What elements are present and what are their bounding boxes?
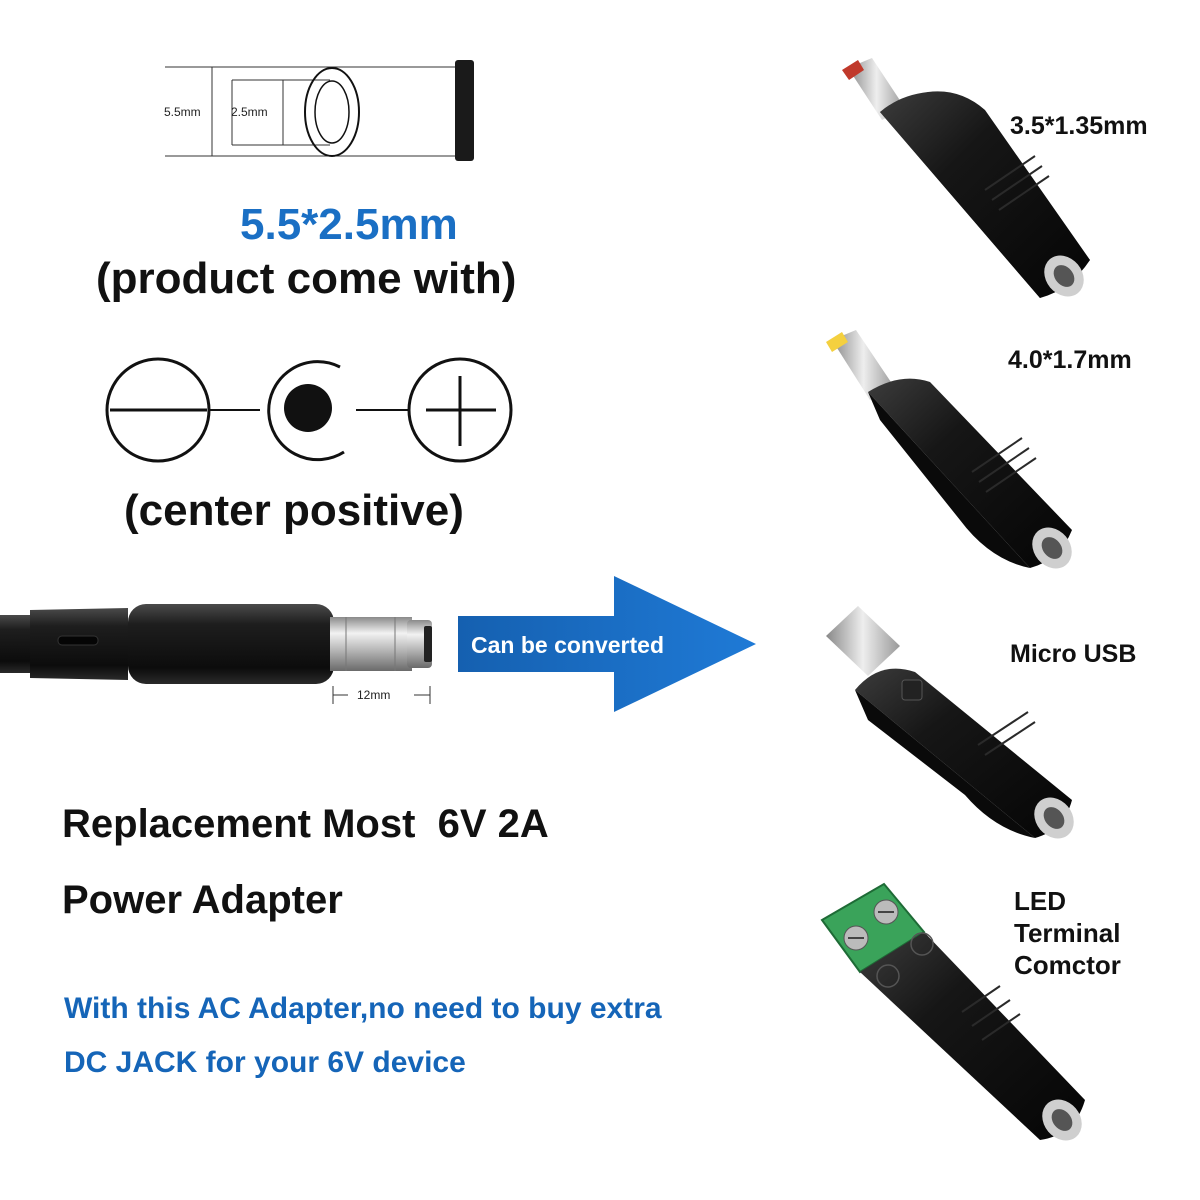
outer-diameter-label: 5.5mm — [164, 105, 201, 119]
adapter-micro-usb-image — [826, 606, 1074, 839]
adapter-led-terminal-image — [820, 882, 1085, 1141]
size-subtitle: (product come with) — [96, 254, 517, 303]
adapter-label-micro-usb: Micro USB — [1010, 640, 1137, 668]
adapter-label-led-line1: LED — [1014, 886, 1066, 916]
inner-diameter-label: 2.5mm — [231, 105, 268, 119]
headline-line2: Power Adapter — [62, 878, 343, 922]
polarity-caption: (center positive) — [124, 486, 464, 535]
size-title: 5.5*2.5mm — [240, 200, 458, 249]
adapter-4.0x1.7-image — [826, 330, 1072, 569]
adapter-3.5x1.35-image — [842, 58, 1090, 298]
plug-length-label: 12mm — [357, 688, 391, 702]
plug-end-cap — [455, 60, 474, 161]
adapter-label-4.0x1.7: 4.0*1.7mm — [1008, 346, 1132, 374]
plug-barrel-inner — [314, 80, 350, 144]
plus-symbol — [407, 357, 513, 463]
adapter-label-led-line3: Comctor — [1014, 950, 1121, 980]
adapter-label-3.5x1.35: 3.5*1.35mm — [1010, 112, 1148, 140]
headline-line1: Replacement Most 6V 2A — [62, 802, 549, 846]
plug-barrel-outer — [304, 67, 360, 157]
center-dot-symbol — [267, 360, 345, 462]
note-line2: DC JACK for your 6V device — [64, 1046, 466, 1079]
note-line1: With this AC Adapter,no need to buy extr… — [64, 992, 662, 1025]
convert-arrow-label: Can be converted — [471, 632, 664, 658]
adapter-label-led-line2: Terminal — [1014, 918, 1121, 948]
